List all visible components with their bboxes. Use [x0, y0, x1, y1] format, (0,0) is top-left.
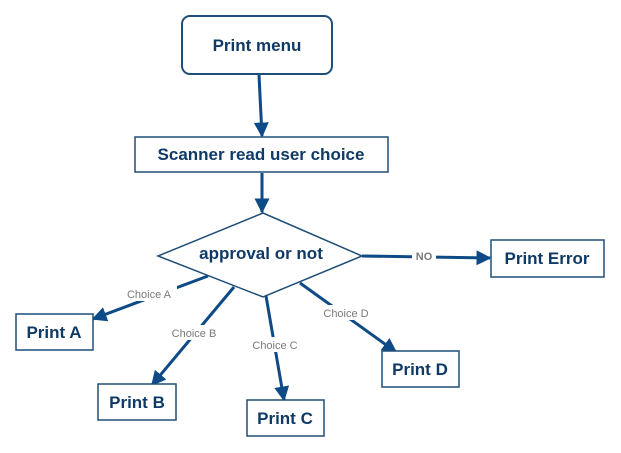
node-print-c: Print C: [246, 399, 325, 437]
node-label-print-error: Print Error: [504, 249, 589, 268]
edge-labels: NO Choice A Choice B Choice C Choice D: [121, 248, 436, 352]
edge-label-choice-c: Choice C: [252, 340, 297, 352]
node-label-decision: approval or not: [199, 244, 323, 263]
node-label-print-a: Print A: [26, 323, 81, 342]
node-label-print-d: Print D: [392, 360, 448, 379]
node-scanner: Scanner read user choice: [134, 136, 389, 173]
node-label-print-b: Print B: [109, 393, 165, 412]
edge-label-choice-d: Choice D: [323, 308, 368, 320]
node-decision: approval or not: [155, 212, 364, 298]
edge-label-no: NO: [416, 251, 433, 263]
node-print-a: Print A: [15, 313, 94, 351]
edge-label-choice-a: Choice A: [127, 289, 172, 301]
node-print-d: Print D: [381, 350, 460, 388]
node-label-print-c: Print C: [257, 409, 313, 428]
node-print-b: Print B: [97, 383, 177, 421]
edge-label-choice-b: Choice B: [172, 328, 217, 340]
edge-menu-to-scanner: [253, 74, 269, 138]
node-label-scanner: Scanner read user choice: [158, 145, 365, 164]
node-print-menu: Print menu: [181, 15, 333, 75]
node-print-error: Print Error: [490, 239, 605, 278]
node-label-print-menu: Print menu: [213, 36, 302, 55]
